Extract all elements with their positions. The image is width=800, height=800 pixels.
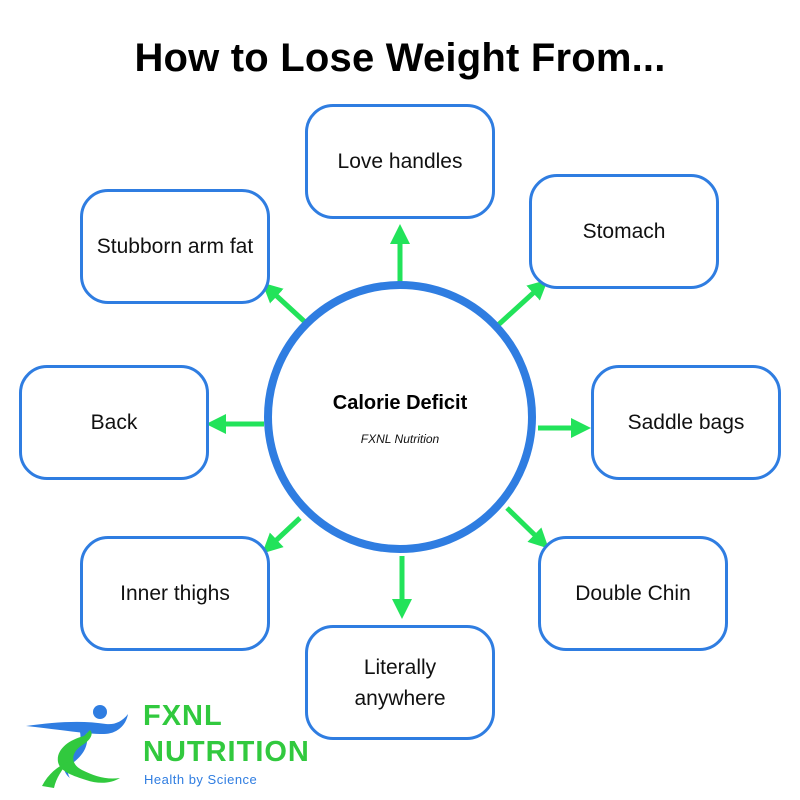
arrow-to-double-chin [505,506,549,549]
center-subtitle: FXNL Nutrition [360,432,440,446]
node-stomach: Stomach [529,174,719,289]
node-label: Saddle bags [627,411,745,434]
node-label: Love handles [337,150,463,173]
arrow-to-stubborn-arm-fat [262,282,307,324]
node-saddle-bags: Saddle bags [591,365,781,480]
runner-logo-icon [26,705,128,788]
arrow-to-stomach [495,279,548,328]
brand-tagline: Health by Science [144,772,258,787]
brand-name-line2: NUTRITION [143,736,310,768]
node-inner-thighs: Inner thighs [80,536,270,651]
node-label: Back [90,411,138,434]
node-love-handles: Love handles [305,104,495,219]
node-label: Stubborn arm fat [96,235,254,258]
node-literally-anywhere: Literally anywhere [305,625,495,740]
node-label-line2: anywhere [354,686,446,710]
node-label-line1: Literally [363,655,437,679]
node-double-chin: Double Chin [538,536,728,651]
page-title: How to Lose Weight From... [134,36,666,80]
node-label: Inner thighs [120,582,230,605]
node-label: Double Chin [575,582,691,605]
arrow-to-inner-thighs [262,516,302,554]
node-stubborn-arm-fat: Stubborn arm fat [80,189,270,304]
center-circle [264,281,536,553]
brand-name-line1: FXNL [143,700,223,732]
node-back: Back [19,365,209,480]
center-title: Calorie Deficit [332,392,468,414]
node-label: Stomach [582,220,666,243]
